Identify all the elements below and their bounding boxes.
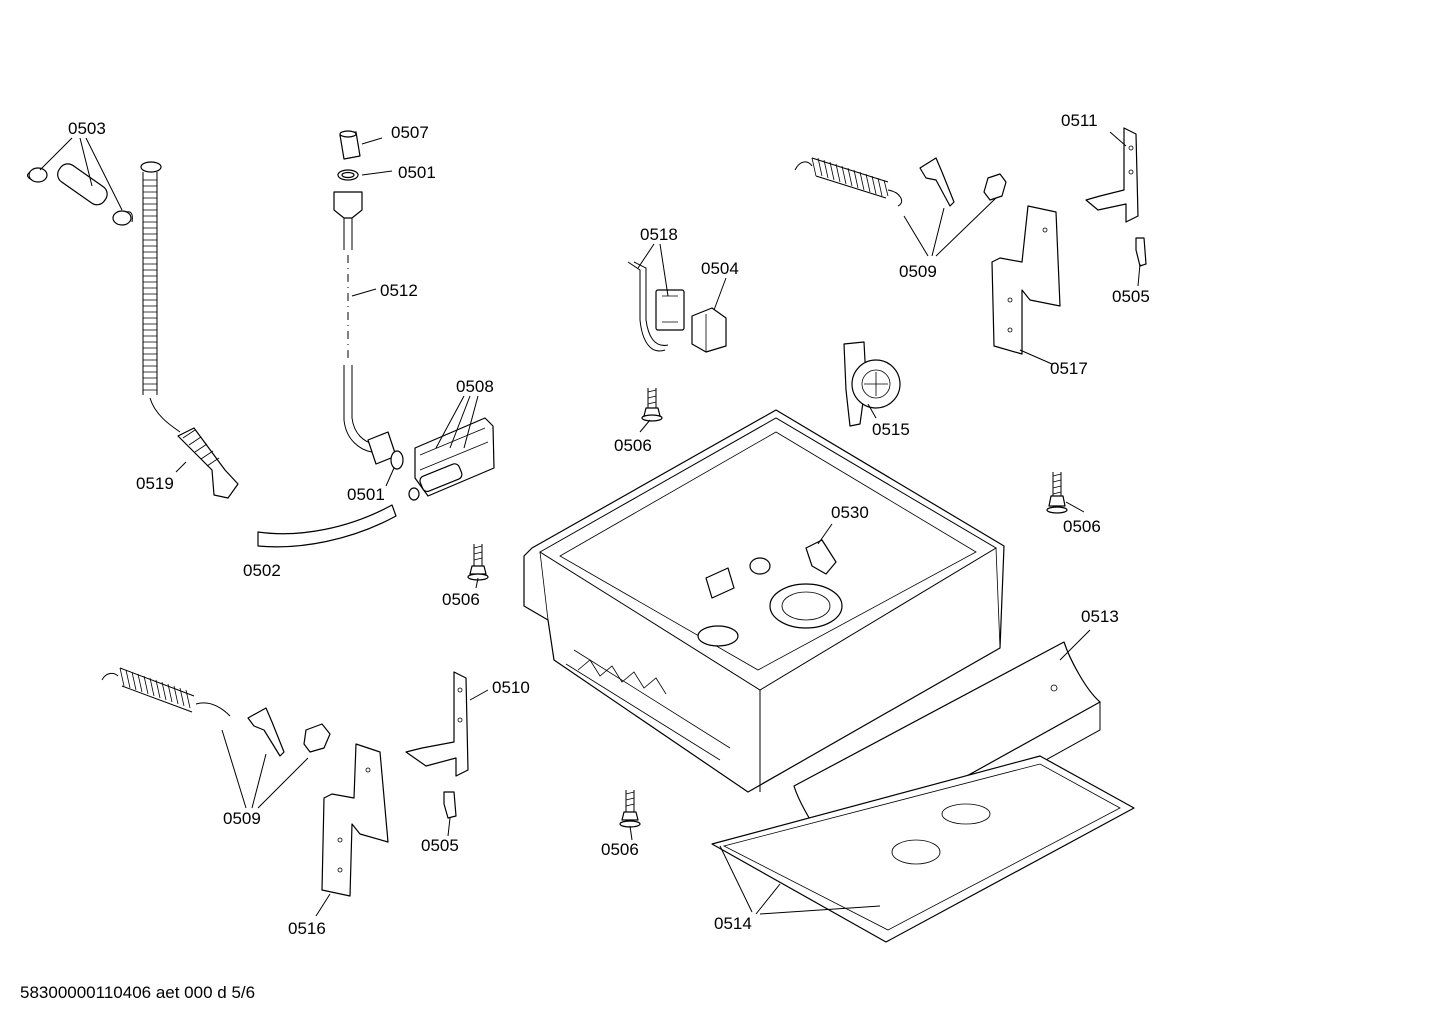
- label-0505-top: 0505: [1112, 287, 1150, 306]
- label-0503: 0503: [68, 119, 106, 138]
- part-0501-seal-ring-bottom: [390, 450, 404, 470]
- label-0507: 0507: [391, 123, 429, 142]
- label-0509-top: 0509: [899, 262, 937, 281]
- document-code: 58300000110406 aet 000 d 5/6: [20, 983, 255, 1002]
- part-0530-base-tub: [523, 409, 1005, 793]
- part-0502-connecting-hose: [257, 504, 397, 548]
- part-0512-inlet-hose: [333, 191, 397, 465]
- part-0515-pump: [843, 341, 901, 427]
- label-0506-a: 0506: [614, 436, 652, 455]
- part-0509-roller-top: [983, 173, 1007, 201]
- part-0505-clip-top: [1135, 237, 1147, 267]
- label-0510: 0510: [492, 678, 530, 697]
- part-0509-roller-bottom: [303, 723, 331, 753]
- label-0518: 0518: [640, 225, 678, 244]
- label-0505-bottom: 0505: [421, 836, 459, 855]
- part-0504-sensor: [691, 307, 727, 353]
- part-0508-aquastop-valve: [408, 417, 495, 501]
- part-0518-cable-connector: [627, 261, 685, 352]
- label-0501-top: 0501: [398, 163, 436, 182]
- part-0506-screw-b: [467, 544, 489, 581]
- part-0519-drain-hose: [140, 161, 239, 499]
- label-0512: 0512: [380, 281, 418, 300]
- label-0501-bottom: 0501: [347, 485, 385, 504]
- label-0506-c: 0506: [1063, 517, 1101, 536]
- part-0511-bracket-top: [1085, 127, 1139, 223]
- label-0509-bottom: 0509: [223, 809, 261, 828]
- part-0507-cap: [339, 130, 361, 160]
- label-0508: 0508: [456, 377, 494, 396]
- part-labels: 0503 0507 0501 0512 0508 0519 0501 0502 …: [68, 111, 1150, 938]
- part-0503-clamps-and-sleeve: [26, 163, 133, 226]
- label-0515: 0515: [872, 420, 910, 439]
- part-0516-side-plate-left: [321, 743, 389, 897]
- part-0506-screw-c: [1046, 472, 1068, 514]
- part-0509-spring-bottom: [101, 667, 231, 717]
- label-0519: 0519: [136, 474, 174, 493]
- label-0514: 0514: [714, 914, 752, 933]
- label-0513: 0513: [1081, 607, 1119, 626]
- part-0509-hinge-lever-bottom: [247, 707, 285, 757]
- leader-lines: [39, 131, 1141, 917]
- part-0501-seal-ring-top: [337, 169, 359, 181]
- label-0504: 0504: [701, 259, 739, 278]
- part-0505-clip-bottom: [443, 791, 457, 819]
- label-0516: 0516: [288, 919, 326, 938]
- label-0511: 0511: [1061, 111, 1098, 130]
- part-0506-screw-d: [619, 790, 641, 828]
- label-0506-b: 0506: [442, 590, 480, 609]
- label-0502: 0502: [243, 561, 281, 580]
- part-0509-hinge-lever-top: [919, 157, 955, 207]
- label-0517: 0517: [1050, 359, 1088, 378]
- part-0510-bracket-bottom: [405, 671, 469, 777]
- part-0517-side-plate-right: [991, 205, 1061, 355]
- label-0506-d: 0506: [601, 840, 639, 859]
- part-0509-spring-top: [794, 157, 903, 207]
- label-0530: 0530: [831, 503, 869, 522]
- part-0506-screw-a: [641, 388, 663, 422]
